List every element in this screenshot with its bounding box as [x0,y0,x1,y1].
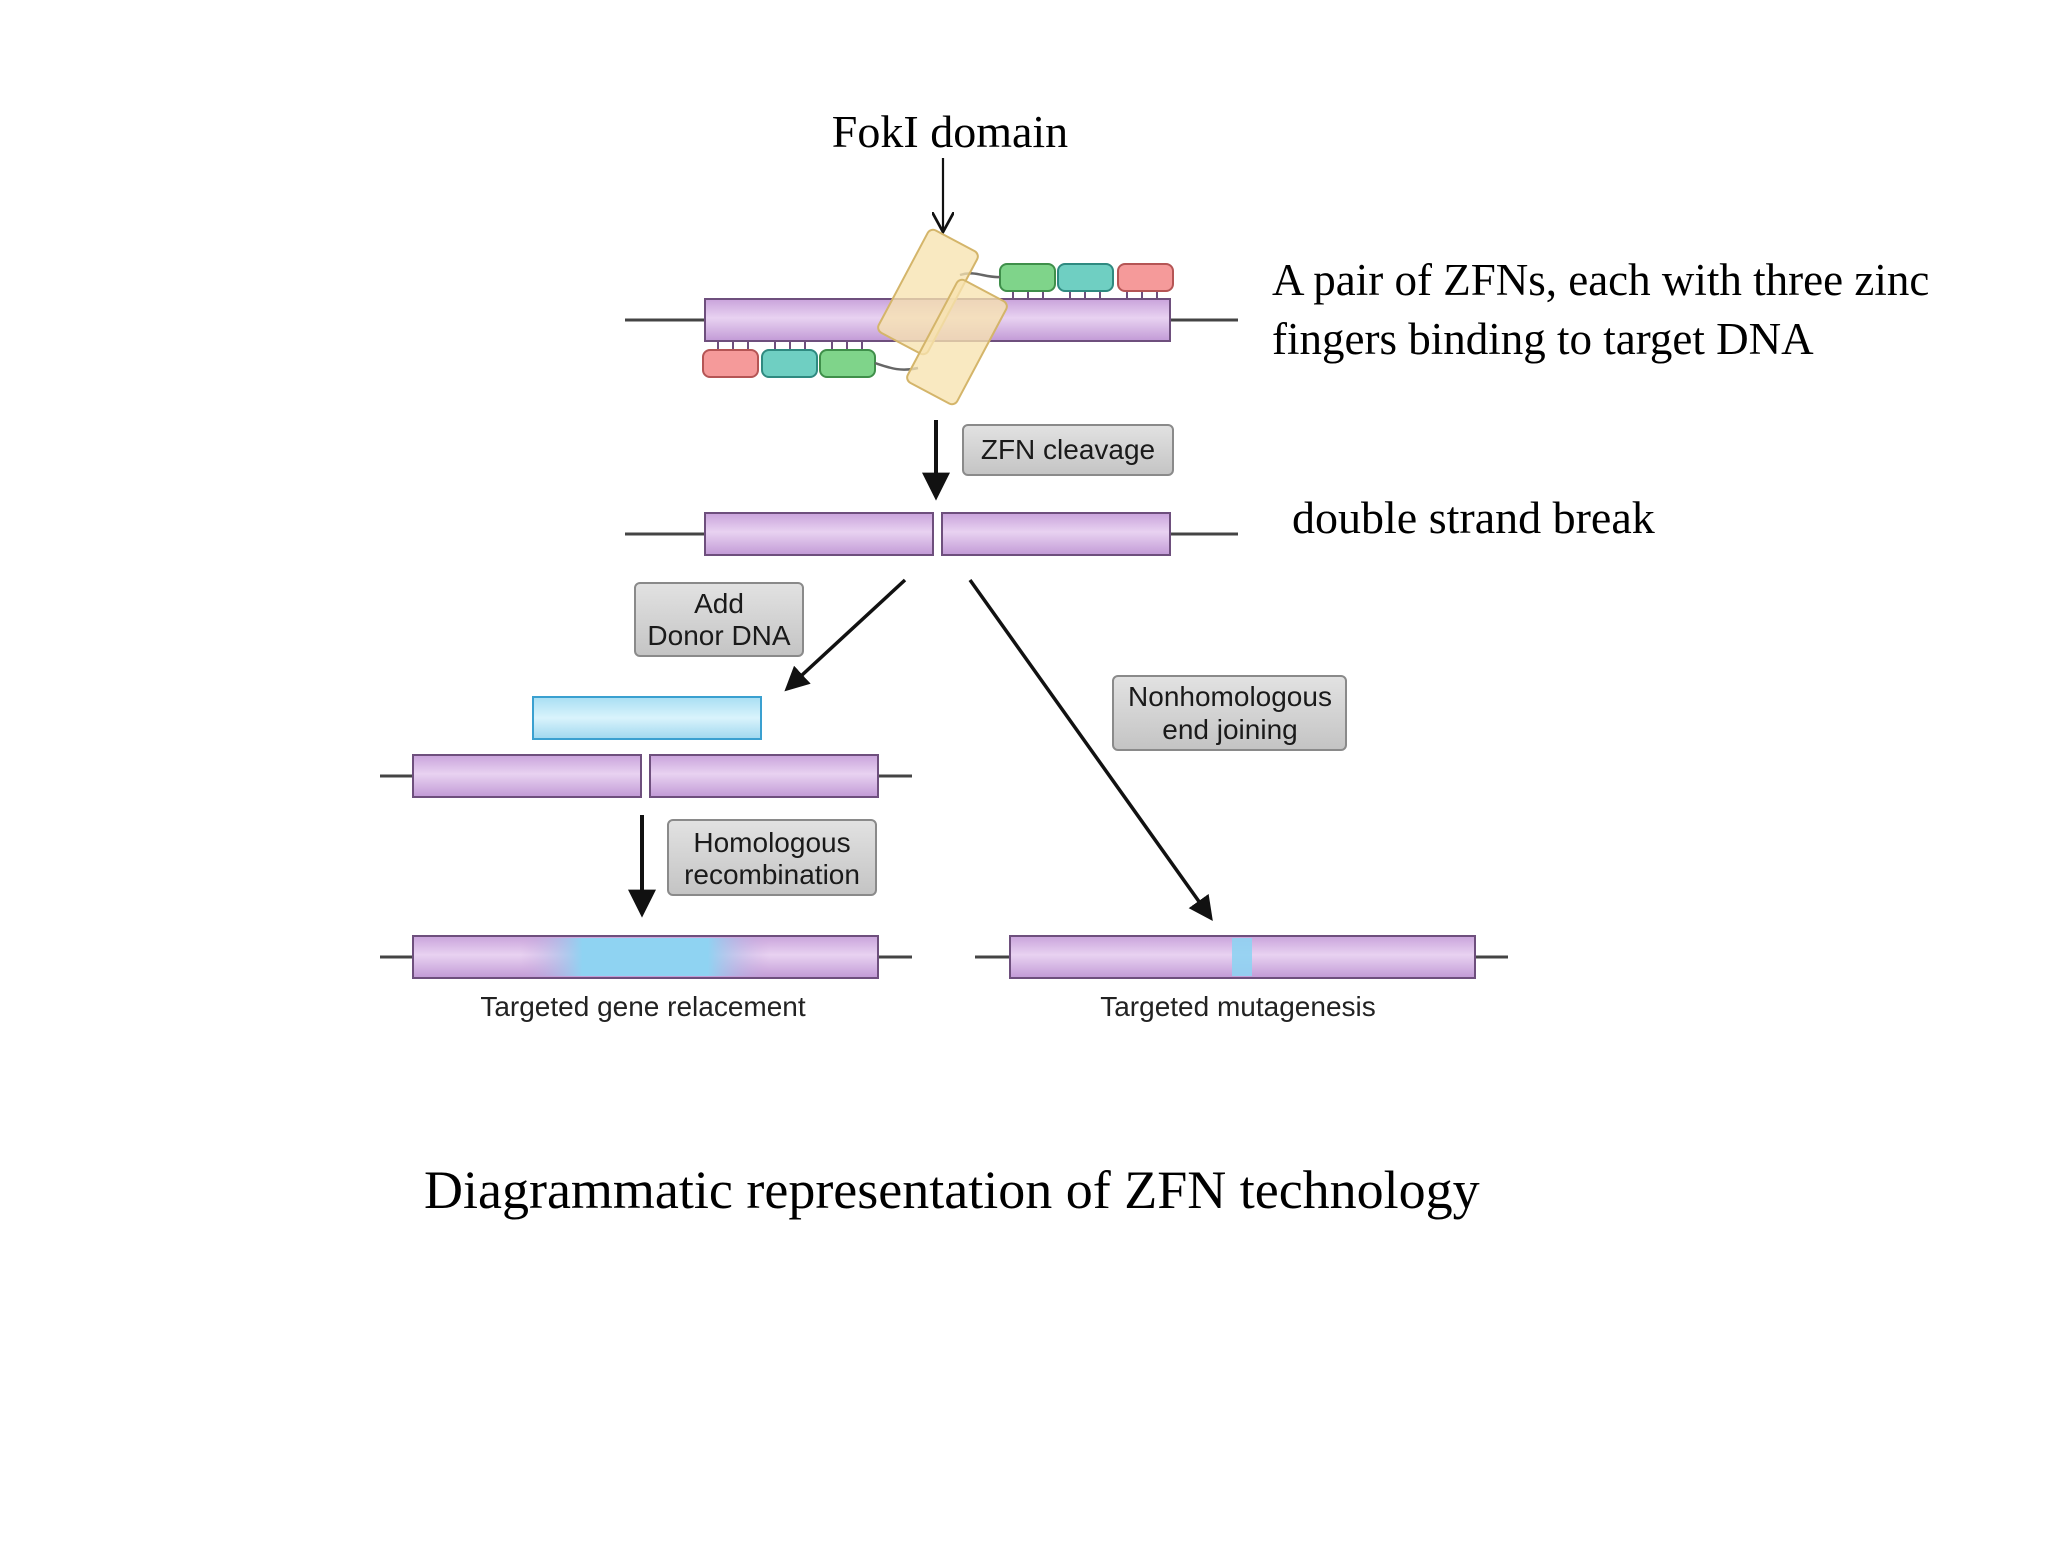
broken-dna-with-donor [380,754,912,798]
hr-label-line2: recombination [684,859,860,890]
donor-dna-bar [532,696,762,740]
dna-fragment-left [704,512,934,556]
nhej-label-line2: end joining [1162,714,1297,745]
broken-dna [625,512,1238,556]
inserted-donor-segment [520,938,770,976]
zinc-finger-bottom-3 [819,349,876,378]
double-strand-break-label: double strand break [1292,492,1655,543]
replacement-dna [380,935,912,979]
zfn-cleavage-label: ZFN cleavage [981,434,1155,465]
mutagenesis-dna [975,935,1508,979]
hr-label-line1: Homologous [693,827,850,858]
zinc-finger-top-2 [1057,263,1114,292]
dna-fragment-right-2 [649,754,879,798]
indel-mark [1232,938,1252,976]
add-donor-label-line2: Donor DNA [647,620,790,651]
hr-box [667,819,877,896]
donor-branch-arrow [784,578,907,692]
diagram-caption: Diagrammatic representation of ZFN techn… [424,1160,1480,1220]
targeted-gene-replacement-label: Targeted gene relacement [480,991,806,1022]
foki-domain-bottom [906,278,1008,406]
zinc-finger-top-1 [999,263,1056,292]
zfn-pair-description-line2: fingers binding to target DNA [1272,314,1814,364]
foki-domain-label: FokI domain [832,106,1068,157]
nhej-label-line1: Nonhomologous [1128,681,1332,712]
dna-fragment-left-2 [412,754,642,798]
add-donor-box [634,582,804,657]
targeted-mutagenesis-label: Targeted mutagenesis [1100,991,1376,1022]
zfn-pair-complex [625,228,1238,406]
zfn-pair-description-line1: A pair of ZFNs, each with three zinc [1272,255,1929,305]
nhej-box [1112,675,1347,751]
nhej-branch-arrow [968,578,1213,921]
add-donor-label-line1: Add [694,588,744,619]
zfn-cleavage-box [962,424,1174,476]
bottom-finger-contacts [717,341,863,350]
zinc-finger-bottom-2 [761,349,818,378]
dna-fragment-right [941,512,1171,556]
zinc-finger-top-3 [1117,263,1174,292]
zinc-finger-bottom-1 [702,349,759,378]
